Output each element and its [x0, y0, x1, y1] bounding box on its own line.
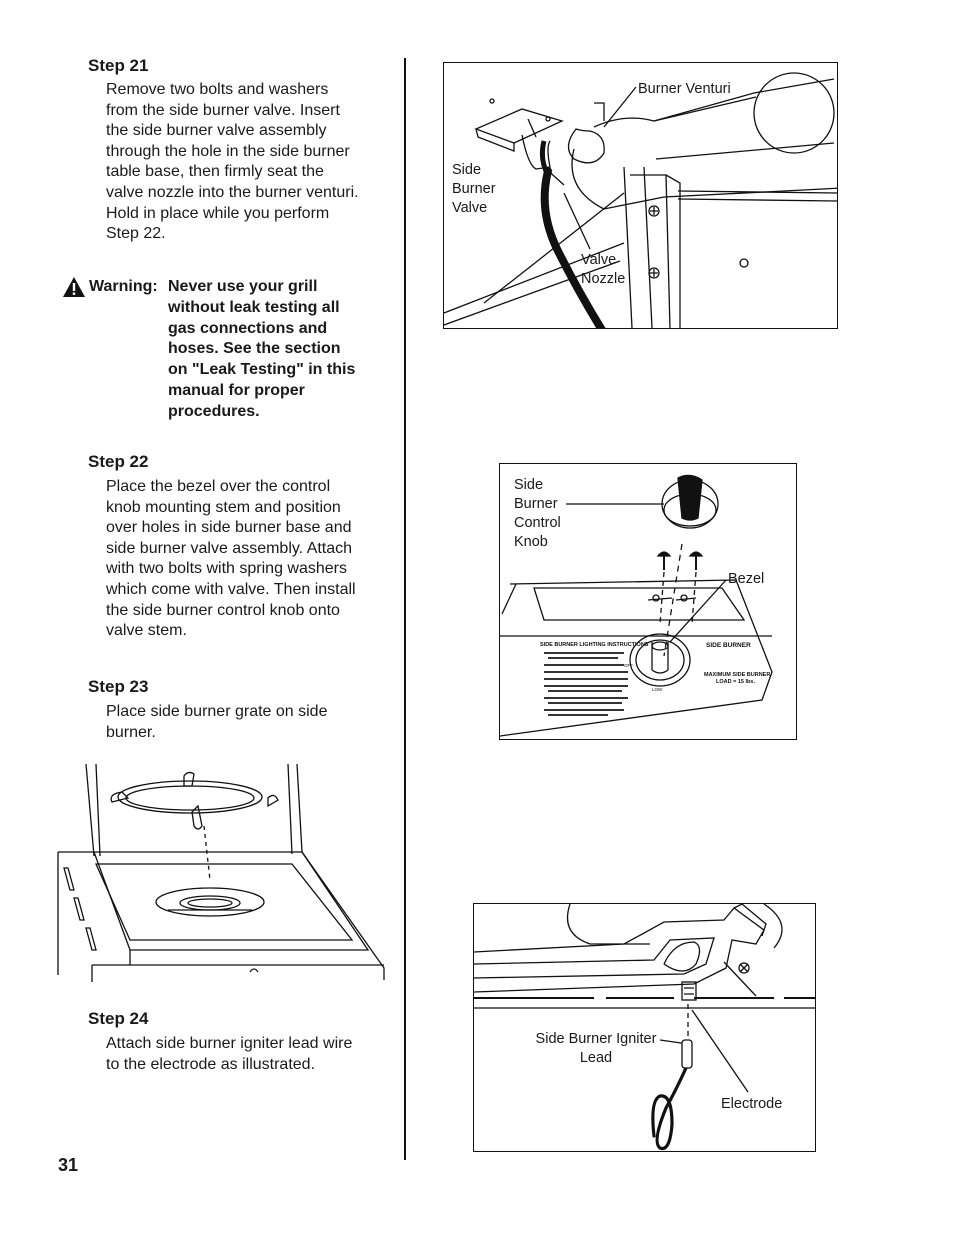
label-line: Burner: [514, 496, 558, 512]
step-22-line: Place the bezel over the control: [106, 478, 331, 495]
warning-line: Never use your grill: [168, 278, 318, 295]
knob-low-marker: LOW: [652, 687, 663, 692]
label-line: Control: [514, 515, 561, 531]
step-22-body: Place the bezel over the control knob mo…: [106, 477, 356, 642]
step-21-line: from the side burner valve. Insert: [106, 101, 340, 119]
step-23-body: Place side burner grate on side burner.: [106, 702, 327, 743]
step-21-line: table base, then firmly seat the: [106, 163, 324, 181]
step-22-line: valve stem.: [106, 622, 187, 640]
label-side-burner-igniter-lead: Side Burner Igniter Lead: [528, 1030, 664, 1068]
label-line: Lead: [579, 1050, 613, 1066]
step-21-body: Remove two bolts and washers from the si…: [106, 80, 359, 245]
warning-line: without leak testing all: [168, 298, 340, 316]
label-electrode: Electrode: [721, 1096, 783, 1112]
warning-line: gas connections and: [168, 319, 328, 337]
step-21-line: Remove two bolts and washers: [106, 81, 329, 98]
igniter-electrode-illustration: Side Burner Igniter Lead Electrode: [473, 903, 816, 1152]
step-21-line: Hold in place while you perform: [106, 204, 330, 222]
warning-triangle-icon: [63, 277, 85, 297]
grate-illustration: [56, 760, 388, 982]
step-24-line: Attach side burner igniter lead wire: [106, 1035, 353, 1052]
panel-load-line: LOAD = 15 lbs.: [716, 679, 755, 685]
step-21-title: Step 21: [88, 56, 149, 75]
step-24-line: to the electrode as illustrated.: [106, 1055, 316, 1073]
page-number: 31: [58, 1155, 79, 1175]
label-line: Valve: [452, 200, 488, 216]
valve-venturi-illustration: Burner Venturi Side Burner Valve Valve N…: [443, 62, 838, 329]
label-side-burner-control-knob: Side Burner Control Knob: [514, 476, 561, 552]
step-22-line: the side burner control knob onto: [106, 601, 340, 619]
step-24-title: Step 24: [88, 1009, 149, 1028]
knob-off-marker: OFF: [624, 663, 633, 668]
panel-load-line: MAXIMUM SIDE BURNER: [704, 672, 770, 678]
panel-instructions-title: SIDE BURNER LIGHTING INSTRUCTIONS: [540, 642, 649, 648]
label-valve-nozzle: Valve Nozzle: [581, 251, 625, 289]
label-line: Side: [514, 477, 544, 493]
warning-label: Warning:: [89, 278, 158, 295]
label-line: Valve: [581, 252, 617, 268]
step-23-line: Place side burner grate on side: [106, 703, 328, 720]
label-line: Knob: [514, 534, 548, 550]
step-21-line: valve nozzle into the burner venturi.: [106, 183, 359, 201]
step-22-title: Step 22: [88, 452, 149, 471]
step-22-line: which come with valve. Then install: [106, 580, 356, 598]
control-knob-illustration: SIDE BURNER LIGHTING INSTRUCTIONS SIDE B…: [499, 463, 797, 740]
step-22-line: knob mounting stem and position: [106, 498, 341, 516]
step-24-body: Attach side burner igniter lead wire to …: [106, 1034, 352, 1075]
label-burner-venturi: Burner Venturi: [638, 81, 731, 97]
label-line: Side Burner Igniter: [535, 1031, 657, 1047]
column-divider: [404, 58, 406, 1160]
warning-line: on "Leak Testing" in this: [168, 361, 356, 379]
step-23-line: burner.: [106, 723, 156, 741]
step-22-line: with two bolts with spring washers: [106, 560, 347, 578]
step-21-line: Step 22.: [106, 225, 166, 243]
label-bezel: Bezel: [728, 571, 765, 587]
warning-line: manual for proper: [168, 381, 305, 399]
label-side-burner-valve: Side Burner Valve: [452, 161, 496, 218]
step-23-title: Step 23: [88, 677, 149, 696]
panel-title: SIDE BURNER: [706, 642, 751, 649]
step-21-line: the side burner valve assembly: [106, 122, 327, 140]
step-22-line: over holes in side burner base and: [106, 519, 352, 537]
label-line: Nozzle: [581, 271, 626, 287]
step-22-line: side burner valve assembly. Attach: [106, 539, 353, 557]
label-line: Side: [452, 162, 482, 178]
warning-line: procedures.: [168, 402, 260, 420]
warning-line: hoses. See the section: [168, 340, 341, 358]
step-21-line: through the hole in the side burner: [106, 142, 350, 160]
warning-body: Never use your grill without leak testin…: [168, 277, 355, 423]
label-line: Burner: [452, 181, 496, 197]
